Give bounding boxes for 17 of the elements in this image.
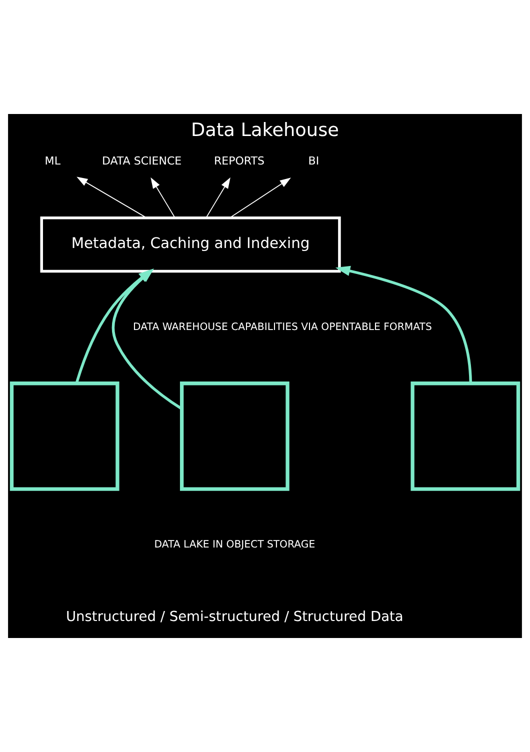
node-text: BI — [308, 154, 320, 168]
node-box — [180, 382, 290, 491]
node-box — [410, 382, 520, 491]
arrow — [229, 178, 291, 218]
node-text: ML — [44, 154, 60, 168]
arrow — [150, 177, 176, 218]
label: DATA WAREHOUSE CAPABILITIES VIA OPENTABLE FORMATS — [133, 322, 432, 333]
diagram-title: Data Lakehouse — [191, 120, 339, 142]
node-text: DATA SCIENCE — [102, 154, 182, 168]
arrow — [335, 266, 472, 384]
node-box: Metadata, Caching and Indexing — [40, 216, 341, 273]
node-box — [10, 382, 120, 491]
node-text: REPORTS — [214, 154, 265, 168]
arrow — [76, 176, 147, 218]
label: Unstructured / Semi-structured / Structured Data — [66, 608, 404, 625]
label: DATA LAKE IN OBJECT STORAGE — [154, 540, 316, 551]
arrow — [206, 177, 230, 218]
